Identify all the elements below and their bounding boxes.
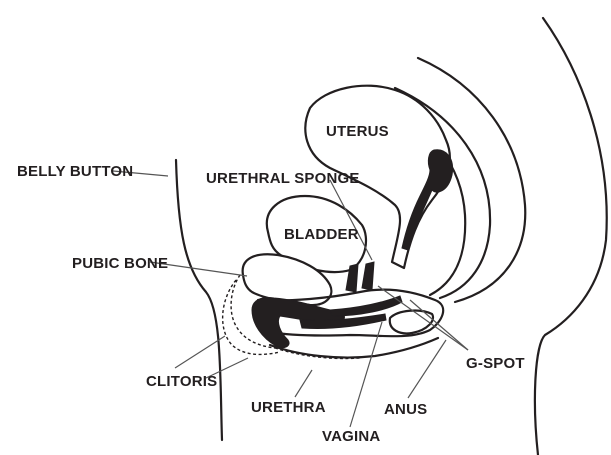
label-vagina: VAGINA: [322, 428, 380, 445]
pelvic-layer-mid: [393, 86, 492, 300]
leader-urethral-sponge: [329, 179, 373, 261]
urethra-structure: [299, 313, 387, 330]
leader-clitoris-b: [205, 357, 249, 379]
vaginal-canal-outline: [256, 288, 445, 338]
clitoral-leg-dashed-3: [274, 347, 361, 360]
label-bladder: BLADDER: [284, 226, 359, 243]
leader-pubic-bone: [149, 261, 248, 277]
label-urethral-sponge: URETHRAL SPONGE: [206, 170, 360, 187]
g-spot-area: [388, 309, 435, 335]
back-contour: [533, 16, 608, 455]
pelvic-layer-outer: [416, 56, 527, 304]
vagina-structure: [345, 261, 375, 293]
leader-clitoris-a: [174, 335, 226, 369]
uterus-lining: [401, 149, 454, 251]
leader-urethra: [294, 369, 313, 398]
vaginal-wall-dark: [329, 295, 403, 317]
leader-belly-button: [112, 170, 169, 177]
label-pubic-bone: PUBIC BONE: [72, 255, 168, 272]
perineum-contour: [268, 336, 440, 359]
leader-vagina: [349, 321, 383, 428]
label-urethra: URETHRA: [251, 399, 326, 416]
label-g-spot: G-SPOT: [466, 355, 525, 372]
leader-g-spot-b: [377, 285, 469, 351]
label-uterus: UTERUS: [326, 123, 389, 140]
label-anus: ANUS: [384, 401, 427, 418]
label-clitoris: CLITORIS: [146, 373, 217, 390]
leader-anus: [407, 339, 447, 399]
label-belly-button: BELLY BUTTON: [17, 163, 133, 180]
leader-g-spot-a: [409, 299, 469, 351]
front-body-contour: [174, 158, 224, 442]
